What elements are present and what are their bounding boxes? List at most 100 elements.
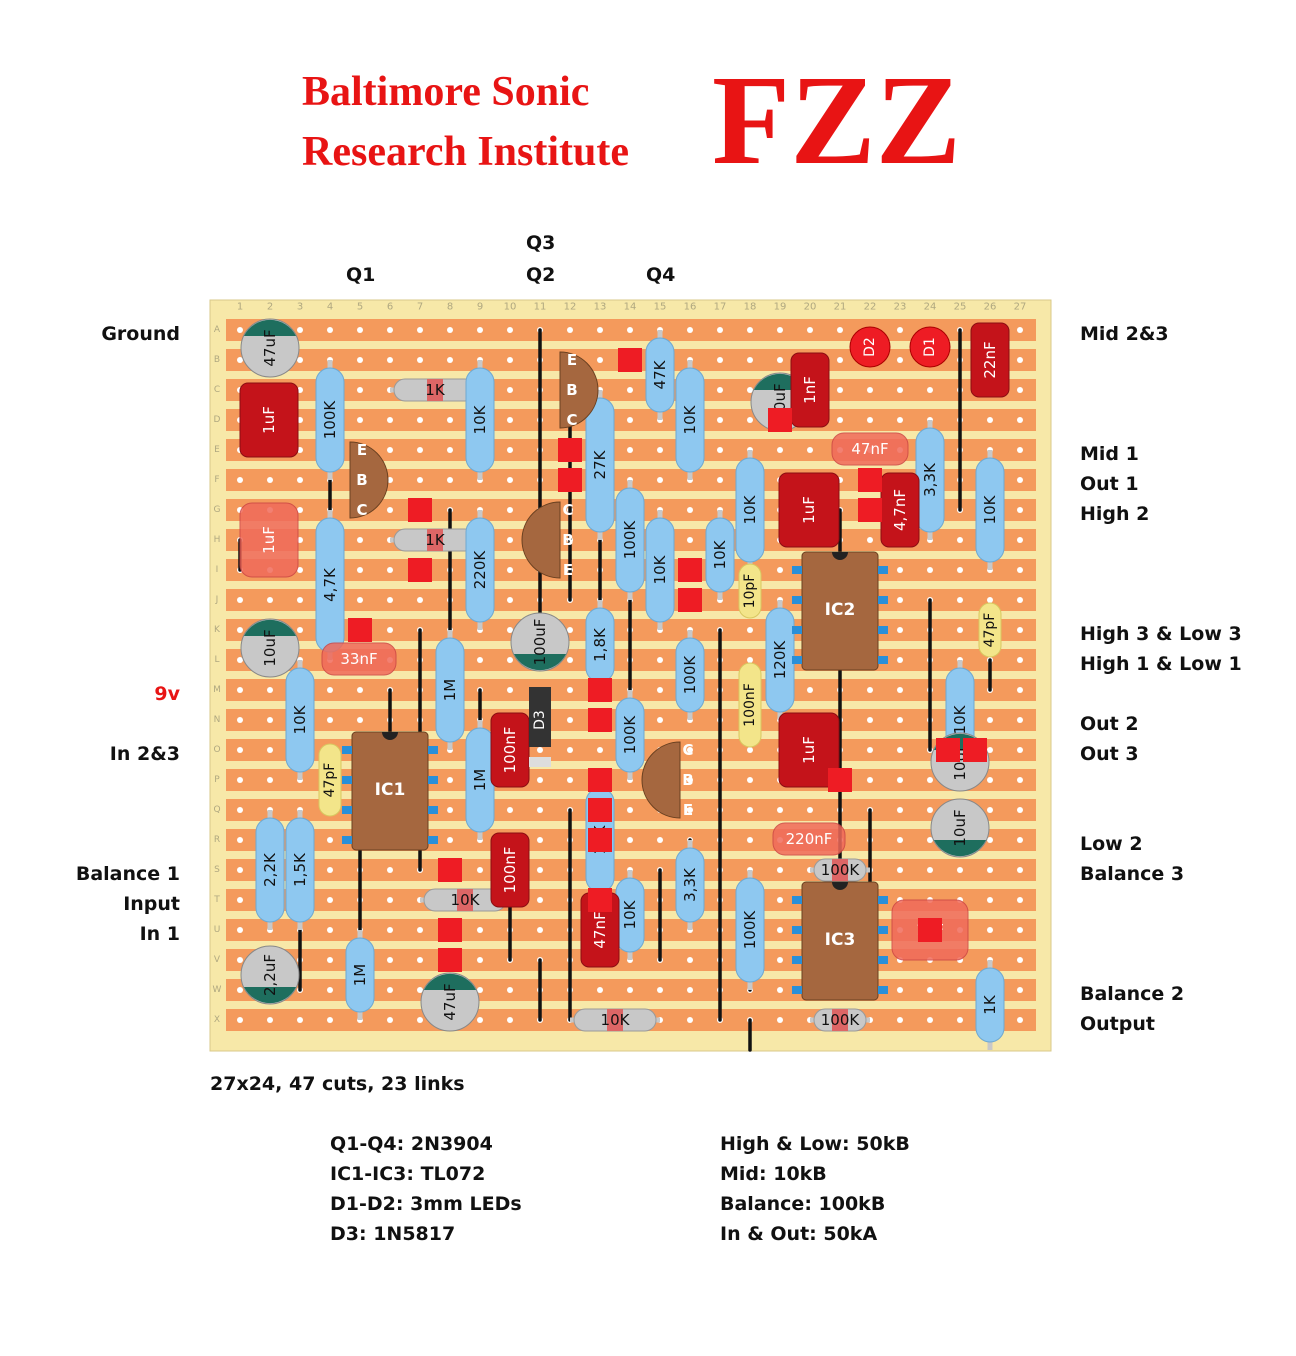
hole xyxy=(237,807,243,813)
resistor-value: 10K xyxy=(951,704,969,734)
resistor xyxy=(735,457,765,563)
hole xyxy=(1017,777,1023,783)
hole xyxy=(357,537,363,543)
row-letter: H xyxy=(214,535,221,545)
hole xyxy=(687,747,693,753)
resistor-value: 10K xyxy=(981,494,999,524)
hole xyxy=(327,867,333,873)
hole xyxy=(987,897,993,903)
hole xyxy=(237,777,243,783)
hole xyxy=(237,627,243,633)
capacitor-value: 47pF xyxy=(982,613,998,648)
resistor-value: 47K xyxy=(651,359,669,389)
hole xyxy=(987,717,993,723)
hole xyxy=(327,1017,333,1023)
hole xyxy=(747,327,753,333)
hole xyxy=(237,357,243,363)
hole xyxy=(957,867,963,873)
hole xyxy=(867,747,873,753)
transistor-pin-label: E xyxy=(683,801,693,819)
hole xyxy=(777,957,783,963)
column-number: 5 xyxy=(357,302,363,313)
hole xyxy=(387,927,393,933)
hole xyxy=(1017,567,1023,573)
row-letter: J xyxy=(215,595,219,605)
hole xyxy=(747,417,753,423)
ic-pin xyxy=(792,656,802,664)
hole xyxy=(567,687,573,693)
hole xyxy=(327,927,333,933)
resistor xyxy=(975,967,1005,1043)
column-number: 21 xyxy=(834,302,847,313)
hole xyxy=(747,627,753,633)
fzz-logo: FZZ xyxy=(712,49,961,191)
hole xyxy=(1017,837,1023,843)
hole xyxy=(837,327,843,333)
hole xyxy=(957,537,963,543)
hole xyxy=(687,807,693,813)
solder-pad xyxy=(828,768,852,792)
hole xyxy=(1017,537,1023,543)
hole xyxy=(777,897,783,903)
hole xyxy=(1017,627,1023,633)
resistor xyxy=(465,517,495,623)
diode-label: D2 xyxy=(862,337,878,357)
capacitor-value: 22nF xyxy=(981,341,999,378)
column-number: 3 xyxy=(297,302,303,313)
led xyxy=(909,326,951,368)
hole xyxy=(507,687,513,693)
row-letter: U xyxy=(214,925,221,935)
resistor-value: 10K xyxy=(291,704,309,734)
capacitor-value: 10uF xyxy=(261,629,279,666)
hole xyxy=(927,567,933,573)
hole xyxy=(1017,747,1023,753)
hole xyxy=(777,1017,783,1023)
resistor-value: 1K xyxy=(425,531,446,549)
hole xyxy=(567,777,573,783)
bom-ics: IC1-IC3: TL072 xyxy=(330,1163,486,1185)
hole xyxy=(627,387,633,393)
bom-mid-pot: Mid: 10kB xyxy=(720,1163,827,1185)
ic-pin xyxy=(878,926,888,934)
hole xyxy=(747,387,753,393)
hole xyxy=(417,1017,423,1023)
hole xyxy=(387,357,393,363)
title-line-2: Research Institute xyxy=(302,129,630,175)
hole xyxy=(837,417,843,423)
film-capacitor xyxy=(321,642,397,676)
hole xyxy=(507,627,513,633)
resistor-value: 27K xyxy=(591,449,609,479)
hole xyxy=(957,627,963,633)
hole xyxy=(297,477,303,483)
capacitor-value: 100nF xyxy=(742,683,758,727)
label-high-1-low-1: High 1 & Low 1 xyxy=(1080,653,1242,675)
hole xyxy=(927,837,933,843)
transistor-pin-label: E xyxy=(357,441,367,459)
hole xyxy=(297,507,303,513)
hole xyxy=(237,987,243,993)
hole xyxy=(447,837,453,843)
hole xyxy=(567,327,573,333)
bom-in-out-pot: In & Out: 50kA xyxy=(720,1223,878,1245)
hole xyxy=(747,357,753,363)
ic-pin xyxy=(428,776,438,784)
hole xyxy=(1017,447,1023,453)
title-line-1: Baltimore Sonic xyxy=(302,69,590,115)
hole xyxy=(747,657,753,663)
label-low-2: Low 2 xyxy=(1080,833,1143,855)
hole xyxy=(1017,1017,1023,1023)
resistor xyxy=(285,817,315,923)
capacitor-value: 1uF xyxy=(800,736,818,764)
column-number: 25 xyxy=(954,302,967,313)
hole xyxy=(387,627,393,633)
row-letter: B xyxy=(214,355,220,365)
column-number: 1 xyxy=(237,302,243,313)
hole xyxy=(567,657,573,663)
ceramic-capacitor xyxy=(318,743,342,817)
hole xyxy=(627,417,633,423)
hole xyxy=(267,597,273,603)
label-balance-3: Balance 3 xyxy=(1080,863,1185,885)
hole xyxy=(897,837,903,843)
hole xyxy=(387,417,393,423)
resistor-value: 2,2K xyxy=(261,852,279,887)
